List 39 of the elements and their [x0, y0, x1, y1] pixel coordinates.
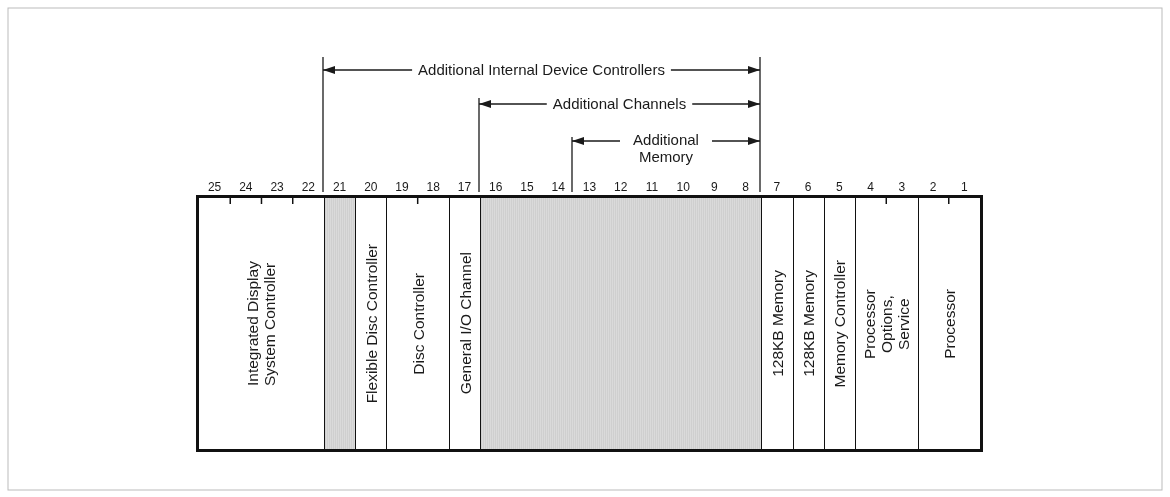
slot-number: 13 — [582, 180, 597, 194]
slot-number: 23 — [270, 180, 284, 194]
span-label: Additional Channels — [551, 95, 688, 113]
card-label: General I/O Channel — [456, 252, 474, 395]
span-label: Additional Internal Device Controllers — [417, 61, 666, 79]
slot-number: 11 — [645, 180, 659, 194]
card-label: Integrated Display System Controller — [244, 260, 279, 388]
slot-number: 20 — [364, 180, 378, 194]
slot-number: 10 — [676, 180, 690, 194]
slot-number: 18 — [426, 180, 440, 194]
slot-number: 16 — [489, 180, 503, 194]
card-label: Memory Controller — [831, 259, 849, 388]
slot-number: 4 — [867, 180, 874, 194]
slot-number: 5 — [836, 180, 843, 194]
card-label: Disc Controller — [409, 272, 427, 375]
slot-number: 12 — [614, 180, 628, 194]
slot-number: 9 — [711, 180, 718, 194]
slot-number: 15 — [520, 180, 534, 194]
slot-number: 6 — [804, 180, 812, 194]
slot-number: 14 — [551, 180, 565, 194]
empty-slot — [480, 198, 762, 449]
card-label: Processor Options, Service — [861, 287, 913, 361]
slot-number: 19 — [395, 180, 409, 194]
empty-slot — [323, 198, 356, 449]
slot-number: 2 — [929, 180, 937, 194]
slot-number: 8 — [742, 180, 750, 194]
slot-number: 7 — [773, 180, 781, 194]
slot-number: 1 — [961, 180, 968, 194]
card-label: 128KB Memory — [800, 270, 818, 377]
card-label: 128KB Memory — [768, 270, 786, 377]
span-label: Additional Memory — [632, 131, 700, 166]
card-label: Flexible Disc Controller — [362, 243, 380, 404]
slot-number: 21 — [332, 180, 347, 194]
slot-number: 22 — [301, 180, 315, 194]
slot-number: 24 — [239, 180, 253, 194]
slot-number: 3 — [898, 180, 906, 194]
slot-number: 25 — [207, 180, 222, 194]
card-label: Processor — [940, 288, 958, 359]
slot-number: 17 — [457, 180, 472, 194]
